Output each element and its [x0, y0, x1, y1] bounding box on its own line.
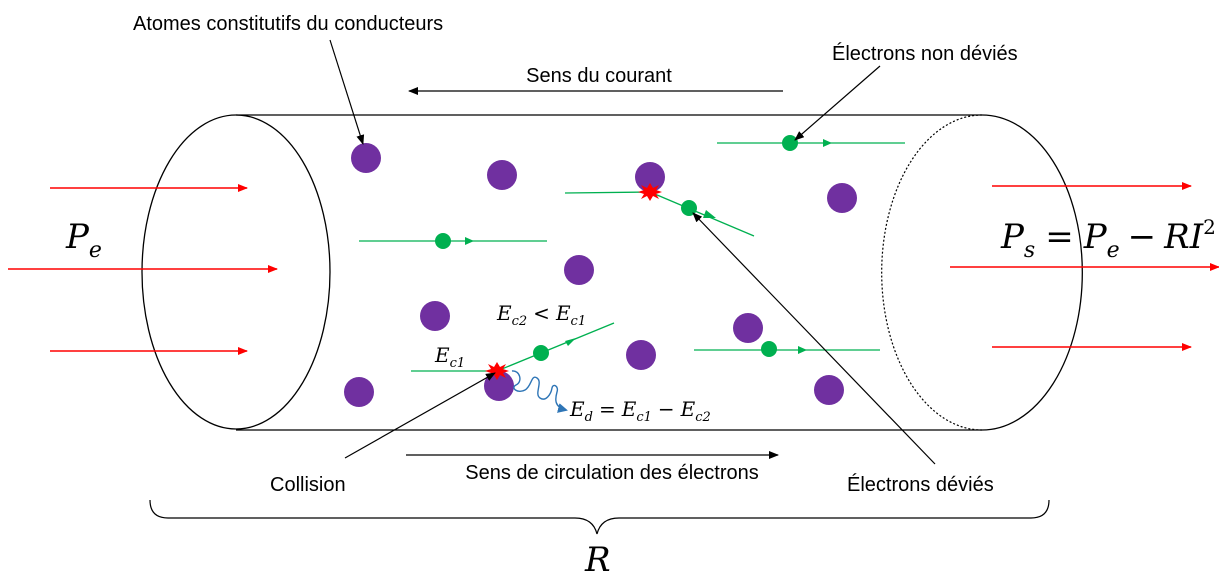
atom	[626, 340, 656, 370]
atoms	[344, 143, 857, 407]
deviated-label: Électrons déviés	[847, 473, 994, 496]
electron	[681, 200, 697, 216]
electron-path-arrowhead	[798, 346, 807, 354]
output-power-arrows	[950, 182, 1219, 351]
electron-path	[649, 191, 755, 237]
input-power-arrows	[8, 184, 278, 355]
electron-path-arrowhead	[465, 237, 474, 245]
atoms-label: Atomes constitutifs du conducteurs	[133, 13, 443, 35]
atom	[344, 377, 374, 407]
dissipated-energy-wave	[511, 370, 568, 413]
collision-star	[638, 183, 662, 201]
resistance-symbol: R	[584, 540, 611, 576]
electron	[761, 341, 777, 357]
atom	[827, 183, 857, 213]
electron	[782, 135, 798, 151]
energy-comparison-label: Ec2<Ec1	[496, 301, 586, 329]
deviated-pointer	[692, 212, 936, 465]
initial-energy-label: Ec1	[434, 343, 465, 371]
current-direction-label: Sens du courant	[526, 65, 672, 87]
electron-path-arrowhead	[565, 338, 576, 346]
input-power-symbol: Pe	[65, 217, 102, 263]
atom	[564, 255, 594, 285]
electrons	[359, 135, 905, 372]
cylinder-right-face-back	[881, 114, 983, 431]
atom	[733, 313, 763, 343]
atom	[635, 162, 665, 192]
electron-direction-label: Sens de circulation des électrons	[465, 462, 759, 484]
atom	[814, 375, 844, 405]
electron-path	[564, 191, 651, 194]
resistance-brace	[149, 499, 1050, 535]
atom	[351, 143, 381, 173]
atom	[420, 301, 450, 331]
undeviated-label: Électrons non déviés	[832, 42, 1018, 65]
electron	[435, 233, 451, 249]
collision-pointer	[344, 372, 496, 459]
undeviated-pointer	[794, 65, 881, 141]
electron-path-arrowhead	[823, 139, 832, 147]
electron-path-arrowhead	[703, 210, 716, 218]
electron-path	[496, 322, 615, 372]
conductor-cylinder	[141, 114, 1083, 431]
atom	[487, 160, 517, 190]
dissipated-energy-equation: Ed=Ec1−Ec2	[569, 397, 711, 425]
collision-label: Collision	[270, 474, 346, 496]
atoms-pointer	[329, 39, 365, 145]
cylinder-right-face-front	[981, 114, 1083, 431]
electron	[533, 345, 549, 361]
output-power-equation: Ps=Pe−RI2	[1000, 215, 1216, 263]
cylinder-left-face	[141, 114, 331, 430]
